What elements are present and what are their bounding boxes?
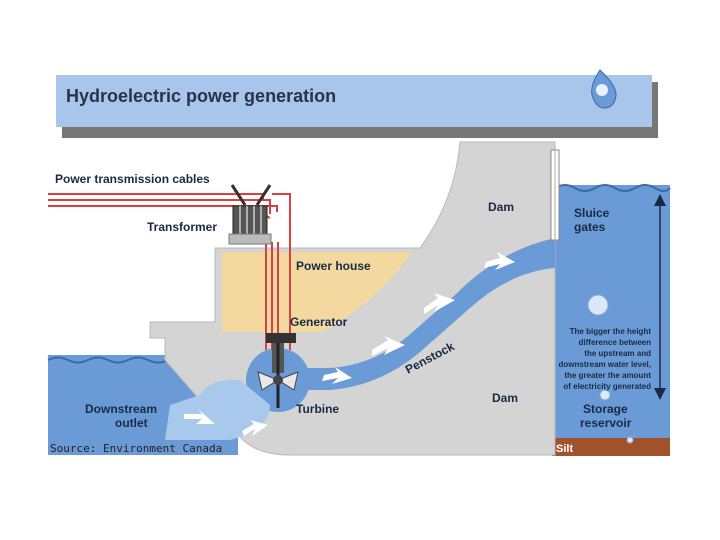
note-line: the greater the amount bbox=[564, 371, 651, 380]
label-storage-line2: reservoir bbox=[580, 416, 632, 430]
outflow-channel bbox=[165, 379, 270, 440]
penstock-channel bbox=[300, 238, 555, 390]
water-drop-icon bbox=[591, 69, 617, 109]
power-house bbox=[222, 252, 412, 332]
label-sluice-line2: gates bbox=[574, 220, 606, 234]
height-difference-arrow bbox=[654, 194, 666, 400]
source-credit: Source: Environment Canada bbox=[50, 442, 222, 455]
label-cables: Power transmission cables bbox=[55, 172, 210, 186]
downstream-water-surface bbox=[47, 356, 169, 364]
reservoir-water bbox=[555, 185, 670, 440]
title-banner bbox=[56, 75, 652, 127]
label-transformer: Transformer bbox=[147, 220, 217, 234]
label-storage-line1: Storage bbox=[583, 402, 628, 416]
label-dam-bottom: Dam bbox=[492, 391, 518, 405]
transformer-icon bbox=[228, 184, 272, 245]
flow-arrows bbox=[184, 252, 515, 436]
label-turbine: Turbine bbox=[296, 402, 339, 416]
reservoir-water-surface bbox=[554, 184, 671, 192]
label-downstream-line2: outlet bbox=[115, 416, 148, 430]
label-generator: Generator bbox=[290, 315, 348, 329]
note-line: difference between bbox=[579, 338, 652, 347]
label-downstream-line1: Downstream bbox=[85, 402, 157, 416]
note-line: downstream water level, bbox=[559, 360, 651, 369]
note-line: of electricity generated bbox=[563, 382, 651, 391]
note-line: The bigger the height bbox=[570, 327, 652, 336]
bubbles bbox=[587, 294, 634, 444]
label-sluice-line1: Sluice bbox=[574, 206, 610, 220]
silt-layer bbox=[552, 438, 670, 456]
label-dam-top: Dam bbox=[488, 200, 514, 214]
note-line: the upstream and bbox=[584, 349, 651, 358]
label-power-house: Power house bbox=[296, 259, 371, 273]
turbine-icon bbox=[257, 371, 299, 391]
label-silt: Silt bbox=[556, 443, 573, 455]
height-note: The bigger the height difference between… bbox=[559, 327, 652, 391]
diagram-title: Hydroelectric power generation bbox=[66, 86, 336, 106]
